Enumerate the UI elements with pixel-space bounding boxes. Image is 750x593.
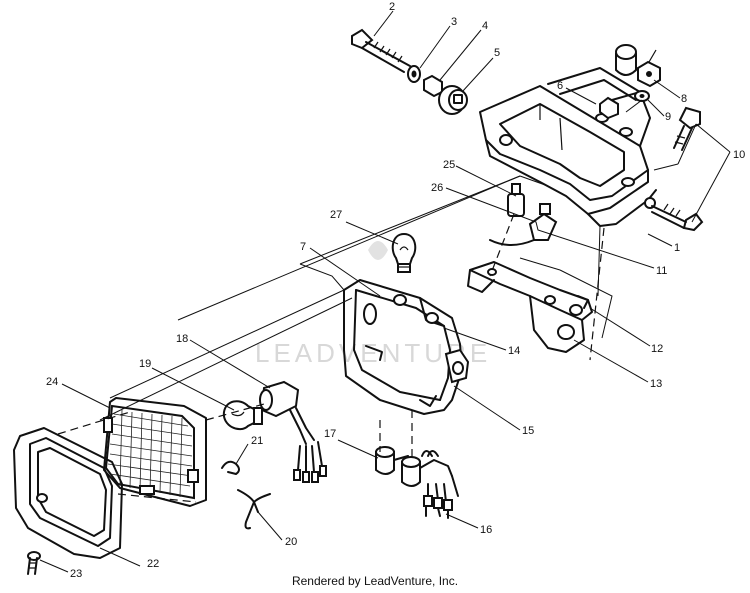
assembly-lines <box>57 213 605 503</box>
part-bolt-upper <box>673 106 701 151</box>
callout-3: 3 <box>451 16 457 28</box>
part-housing <box>343 279 470 415</box>
callout-1: 1 <box>674 242 680 254</box>
callout-26: 26 <box>431 182 443 194</box>
callout-8: 8 <box>681 93 687 105</box>
callout-7: 7 <box>300 241 306 253</box>
part-switch <box>507 183 525 217</box>
callout-19: 19 <box>139 358 151 370</box>
callout-9: 9 <box>665 111 671 123</box>
callout-15: 15 <box>522 425 534 437</box>
part-small-nut <box>599 96 619 120</box>
part-spring-clip <box>237 489 271 530</box>
part-bezel <box>13 427 123 559</box>
part-mounting-bracket <box>479 67 657 227</box>
part-bulb-socket <box>259 380 327 483</box>
part-screw <box>27 551 41 575</box>
callout-22: 22 <box>147 558 159 570</box>
part-lower-bracket <box>467 261 593 353</box>
part-bulb-side <box>222 400 263 431</box>
footer-credit: Rendered by LeadVenture, Inc. <box>291 574 459 588</box>
part-grommet <box>438 85 468 115</box>
part-clip <box>221 460 240 475</box>
callout-13: 13 <box>650 378 662 390</box>
callout-4: 4 <box>482 20 488 32</box>
part-lens <box>103 397 207 507</box>
callout-16: 16 <box>480 524 492 536</box>
part-harness <box>401 450 459 519</box>
callout-23: 23 <box>70 568 82 580</box>
part-hex-nut-8 <box>637 49 661 88</box>
leader-lines <box>39 10 731 573</box>
part-cap-nut <box>615 44 637 76</box>
part-bulb-top <box>391 232 417 273</box>
callout-27: 27 <box>330 209 342 221</box>
callout-20: 20 <box>285 536 297 548</box>
perspective-lines <box>99 99 643 421</box>
part-washer <box>407 65 421 83</box>
part-connector <box>489 203 558 246</box>
callout-21: 21 <box>251 435 263 447</box>
callout-24: 24 <box>46 376 58 388</box>
callout-10: 10 <box>733 149 745 161</box>
callout-5: 5 <box>494 47 500 59</box>
callout-11: 11 <box>656 265 667 277</box>
callout-6: 6 <box>557 80 563 92</box>
callout-17: 17 <box>324 428 336 440</box>
part-socket <box>375 446 409 475</box>
part-bolt-lower <box>651 203 704 232</box>
callout-2: 2 <box>389 1 395 13</box>
part-bolt <box>351 28 411 73</box>
callout-12: 12 <box>651 343 663 355</box>
callout-18: 18 <box>176 333 188 345</box>
callout-14: 14 <box>508 345 520 357</box>
part-washer-9 <box>634 90 650 102</box>
callout-labels: 2 3 4 5 6 8 9 10 1 25 26 11 27 7 12 13 1… <box>46 1 745 580</box>
part-spacer <box>423 74 443 98</box>
callout-25: 25 <box>443 159 455 171</box>
